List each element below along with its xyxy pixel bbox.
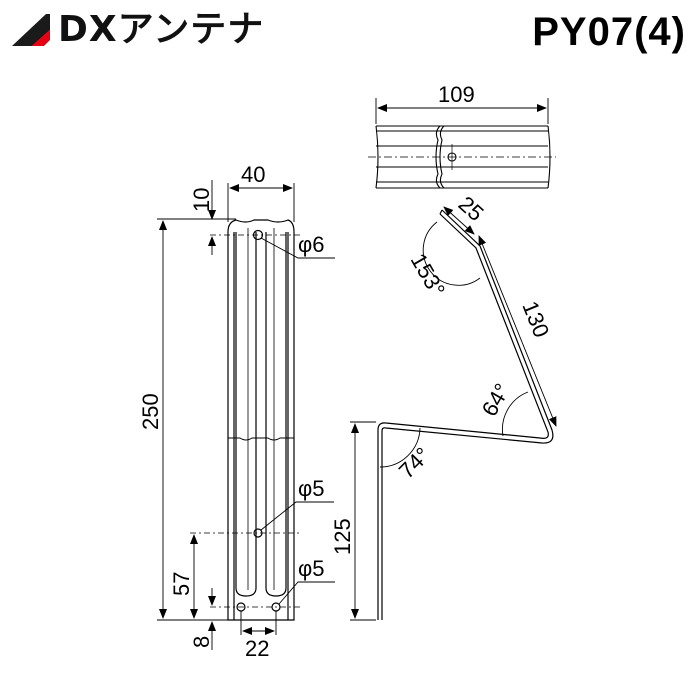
hole-phi5-bottom-label: φ5: [298, 556, 325, 581]
top-view-dimensions: [375, 98, 549, 124]
brand-logo: DXアンテナ: [10, 12, 264, 48]
header: DXアンテナ PY07(4): [0, 0, 700, 70]
hole-phi6-label: φ6: [298, 232, 325, 257]
tip-angle-153-label: 153°: [406, 249, 450, 301]
width-109-label: 109: [438, 82, 475, 107]
base-height-125-label: 125: [330, 518, 355, 555]
side-view: [377, 209, 554, 620]
arm-length-130-label: 130: [517, 298, 554, 341]
top-view: [368, 125, 556, 189]
side-view-dimensions: [350, 206, 557, 621]
offset-10-label: 10: [189, 188, 214, 212]
spacing-22-label: 22: [245, 636, 269, 661]
base-angle-74-label: 74°: [394, 442, 435, 483]
front-view: [190, 219, 300, 621]
model-number: PY07(4): [532, 10, 686, 54]
hole-phi5-middle-label: φ5: [298, 476, 325, 501]
brand-name: DXアンテナ: [58, 9, 265, 50]
arm-angle-64-label: 64°: [477, 379, 515, 420]
front-view-dimensions: [157, 180, 335, 650]
offset-8-label: 8: [189, 636, 214, 648]
width-40-label: 40: [241, 162, 265, 187]
height-57-label: 57: [169, 572, 194, 596]
brand-mark-icon: [12, 14, 50, 46]
height-250-label: 250: [138, 393, 163, 430]
